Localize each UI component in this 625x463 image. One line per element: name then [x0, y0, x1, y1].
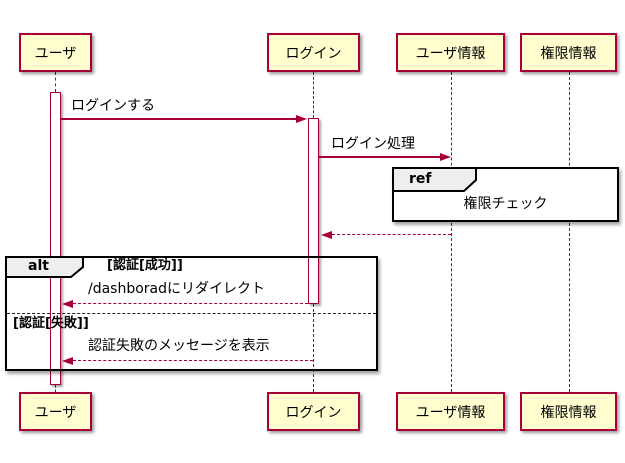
- lifeline-login-top: [313, 72, 314, 118]
- arrowhead-left-icon: [62, 299, 73, 308]
- alt-keyword: alt: [28, 258, 49, 274]
- participant-userinfo-top: ユーザ情報: [396, 33, 505, 72]
- ref-pentagon: [392, 167, 477, 192]
- arrowhead-right-icon: [296, 114, 307, 123]
- lifeline-user-top: [55, 72, 56, 92]
- participant-permissioninfo-bottom: 権限情報: [520, 392, 617, 431]
- arrowhead-left-icon: [62, 356, 73, 365]
- participant-login-bottom: ログイン: [267, 392, 360, 431]
- activation-bar-login: [308, 118, 319, 304]
- message-login-line: [61, 118, 296, 120]
- alt-divider: [7, 313, 376, 314]
- lifeline-login-bottom: [313, 304, 314, 392]
- return-line: [332, 234, 451, 235]
- participant-label: 権限情報: [540, 404, 597, 421]
- alt-guard-success: [認証[成功]]: [107, 258, 183, 273]
- alt-guard-fail: [認証[失敗]]: [13, 316, 89, 331]
- participant-user-top: ユーザ: [19, 33, 92, 72]
- participant-userinfo-bottom: ユーザ情報: [396, 392, 505, 431]
- lifeline-userinfo: [451, 72, 452, 392]
- message-auth-fail-line: [73, 360, 313, 361]
- participant-label: ログイン: [285, 45, 342, 62]
- participant-label: ユーザ: [34, 45, 77, 62]
- message-redirect-line: [73, 303, 308, 304]
- message-login-process-line: [319, 156, 440, 158]
- participant-label: 権限情報: [540, 45, 597, 62]
- message-login-process-label: ログイン処理: [331, 136, 415, 152]
- participant-login-top: ログイン: [267, 33, 360, 72]
- participant-label: ログイン: [285, 404, 342, 421]
- alt-fragment-frame: [5, 256, 378, 371]
- participant-user-bottom: ユーザ: [19, 392, 92, 431]
- participant-label: ユーザ情報: [415, 45, 486, 62]
- message-auth-fail-label: 認証失敗のメッセージを表示: [88, 338, 270, 354]
- lifeline-permissioninfo: [569, 72, 570, 392]
- message-redirect-label: /dashboradにリダイレクト: [88, 281, 266, 297]
- message-login-label: ログインする: [71, 98, 155, 114]
- activation-bar-user: [50, 92, 61, 385]
- participant-label: ユーザ情報: [415, 404, 486, 421]
- participant-label: ユーザ: [34, 404, 77, 421]
- lifeline-user-bottom: [55, 385, 56, 392]
- alt-pentagon: [5, 256, 84, 278]
- participant-permissioninfo-top: 権限情報: [520, 33, 617, 72]
- arrowhead-right-icon: [440, 152, 451, 161]
- arrowhead-left-icon: [321, 230, 332, 239]
- ref-keyword: ref: [409, 171, 432, 187]
- ref-label: 権限チェック: [463, 196, 548, 212]
